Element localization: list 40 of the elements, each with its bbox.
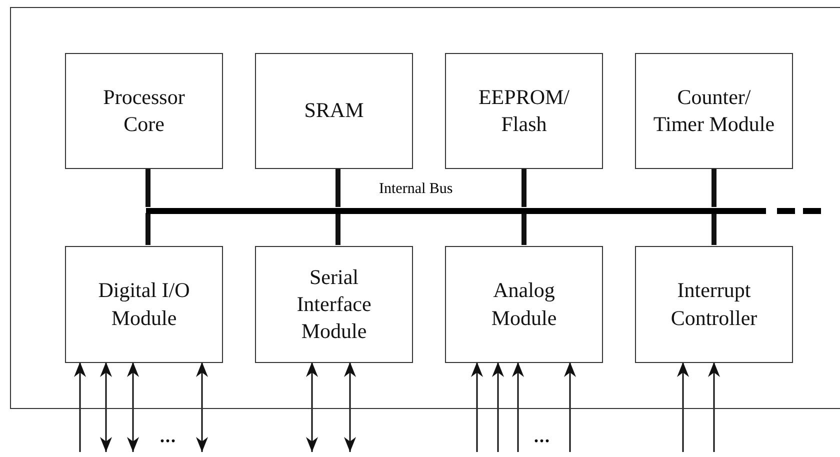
- signal-arrow: [492, 362, 504, 452]
- signal-arrow: [306, 362, 318, 452]
- module-box: [255, 246, 413, 363]
- signal-arrow: [564, 362, 576, 452]
- bus-connector: [712, 213, 716, 245]
- signal-arrow: [677, 362, 689, 452]
- module-label: Serial Interface Module: [296, 264, 372, 346]
- module-label: EEPROM/ Flash: [477, 84, 570, 138]
- module-box: [445, 246, 603, 363]
- bus-connector: [336, 168, 340, 207]
- bus-connector: [336, 213, 340, 245]
- ellipsis-label: ...: [160, 426, 176, 447]
- module-label: SRAM: [304, 97, 364, 124]
- signal-arrow: [344, 362, 356, 452]
- bus-connector: [146, 213, 150, 245]
- signal-arrow: [512, 362, 524, 452]
- signal-arrow: [127, 362, 139, 452]
- module-label: Processor Core: [102, 84, 186, 138]
- signal-arrow: [196, 362, 208, 452]
- module-box: [635, 53, 793, 169]
- module-box: [445, 53, 603, 169]
- bus-connector: [522, 213, 526, 245]
- signal-arrow: [708, 362, 720, 452]
- module-label: Digital I/O Module: [97, 277, 191, 332]
- module-box: [65, 53, 223, 169]
- module-label: Interrupt Controller: [670, 277, 758, 332]
- module-label: Analog Module: [490, 277, 558, 332]
- bus-connector: [146, 168, 150, 207]
- bus-connector: [522, 168, 526, 207]
- module-box: [635, 246, 793, 363]
- bus-connector: [712, 168, 716, 207]
- module-box: [65, 246, 223, 363]
- bus-label: Internal Bus: [379, 181, 453, 198]
- module-box: [255, 53, 413, 169]
- enclosure-outline: [10, 7, 840, 409]
- ellipsis-label: ...: [534, 426, 550, 447]
- signal-arrow: [74, 362, 86, 452]
- signal-arrow: [100, 362, 112, 452]
- signal-arrow: [471, 362, 483, 452]
- module-label: Counter/ Timer Module: [652, 84, 776, 138]
